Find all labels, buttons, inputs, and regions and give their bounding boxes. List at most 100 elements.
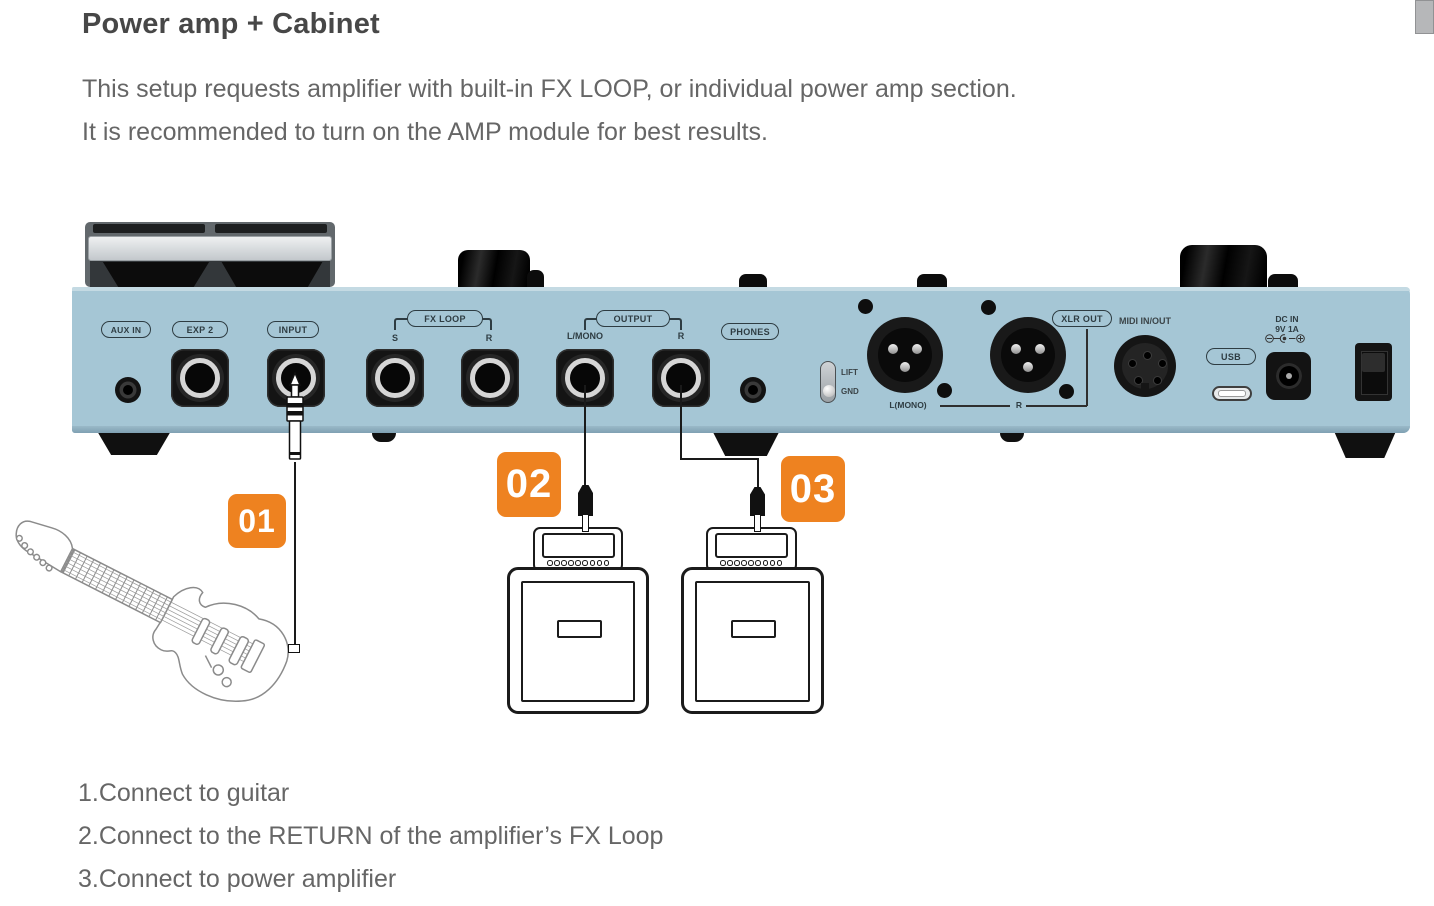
guitar-cable (294, 462, 296, 644)
polarity-icon (1265, 334, 1305, 343)
dc-jack-hole (1275, 363, 1302, 389)
midi-pin-hole (1133, 375, 1143, 385)
scrollbar-thumb[interactable] (1415, 0, 1434, 34)
phones-jack[interactable] (740, 377, 766, 403)
dc-power-jack[interactable] (1266, 352, 1311, 400)
rubber-foot-right (1333, 431, 1397, 458)
ground-lift-switch[interactable] (820, 361, 836, 403)
guitar-end-plug (288, 644, 300, 653)
callout-step-1: 01 (228, 494, 286, 548)
amp-plug-02-tip (582, 514, 589, 532)
foot-bump-1 (372, 431, 396, 442)
input-label: INPUT (267, 321, 319, 338)
midi-pin-hole (1158, 359, 1167, 368)
rubber-foot-left (97, 431, 171, 455)
usb-c-port[interactable] (1212, 386, 1252, 401)
xlr-pin (912, 344, 922, 354)
gnd-label: GND (841, 387, 859, 396)
xlr-out-label: XLR OUT (1052, 310, 1112, 327)
xlr-out-left-jack[interactable] (867, 317, 943, 393)
fx-loop-label: FX LOOP (407, 310, 483, 327)
amp-head-02-face (542, 533, 615, 558)
midi-pin-hole (1143, 351, 1152, 360)
midi-pin-hole (1128, 359, 1137, 368)
foot-bump-2 (1000, 431, 1024, 442)
guitar-illustration (15, 520, 289, 702)
output-r-label: R (677, 331, 685, 341)
xlr-pin (888, 344, 898, 354)
cabinet-03-grille (695, 581, 810, 702)
fx-return-label: R (485, 333, 493, 343)
power-switch-rocker-top (1362, 353, 1385, 372)
callout-step-2: 02 (497, 452, 561, 517)
output-r-cable-horizontal (680, 458, 759, 460)
output-label: OUTPUT (596, 310, 670, 327)
pedal-pad-right (221, 262, 323, 287)
dc-jack-pin (1285, 373, 1292, 379)
aux-in-jack-hole (123, 385, 133, 395)
output-r-cable-vertical (680, 385, 682, 460)
amp-plug-03 (750, 487, 765, 516)
fx-send-label: S (391, 333, 398, 343)
xlr-screw (937, 383, 952, 398)
phones-label: PHONES (721, 323, 779, 340)
lift-label: LIFT (841, 368, 858, 377)
aux-in-jack[interactable] (115, 377, 141, 403)
power-switch[interactable] (1355, 343, 1392, 401)
midi-label: MIDI IN/OUT (1119, 316, 1171, 326)
pedal-plate (88, 236, 332, 261)
xlr-annotation-line (1026, 405, 1087, 407)
master-knob (1180, 245, 1267, 287)
output-r-cable-drop (757, 458, 759, 488)
xlr-l-label: L(MONO) (889, 400, 927, 410)
phones-jack-hole (748, 385, 758, 395)
xlr-annotation-line (1086, 329, 1088, 406)
description-line-2: It is recommended to turn on the AMP mod… (82, 118, 768, 146)
xlr-annotation-line (940, 405, 1010, 407)
amp-plug-02 (578, 485, 593, 516)
pedal-pad-left (102, 262, 210, 287)
fx-send-jack-ring (375, 358, 415, 398)
instruction-step-3: 3.Connect to power amplifier (78, 865, 397, 893)
fx-return-jack-ring (470, 358, 510, 398)
knob-bump-2 (1268, 274, 1298, 287)
exp2-jack[interactable] (171, 349, 229, 407)
exp2-jack-ring (180, 358, 220, 398)
pedal-tread-left (93, 224, 205, 233)
amp-head-03-face (715, 533, 788, 558)
footswitch-bump-2 (917, 274, 947, 287)
dc-rating-label: 9V 1A (1275, 324, 1299, 334)
midi-pin-hole (1152, 375, 1162, 385)
description-line-1: This setup requests amplifier with built… (82, 75, 1017, 103)
usb-label: USB (1206, 348, 1256, 365)
page-title: Power amp + Cabinet (82, 8, 380, 40)
page-description: This setup requests amplifier with built… (82, 68, 1017, 154)
output-l-cable (584, 385, 586, 487)
xlr-screw (981, 300, 996, 315)
dc-in-label: DC IN (1275, 314, 1299, 324)
xlr-socket (878, 328, 932, 382)
cabinet-02-grille (521, 581, 635, 702)
fx-send-jack[interactable] (366, 349, 424, 407)
knob-bump (527, 270, 544, 287)
xlr-pin (900, 362, 910, 372)
quarter-inch-plug (286, 372, 304, 460)
pedal-tread-right (215, 224, 327, 233)
xlr-pin (1023, 362, 1033, 372)
ground-lift-switch-knob (822, 385, 835, 397)
instruction-step-1: 1.Connect to guitar (78, 779, 290, 807)
amp-head-02-knobs (547, 559, 610, 567)
midi-notch (1141, 383, 1149, 391)
xlr-screw (858, 299, 873, 314)
rubber-foot-center (712, 431, 780, 456)
output-l-label: L/MONO (567, 331, 603, 341)
usb-c-slot (1218, 390, 1246, 397)
exp2-label: EXP 2 (172, 321, 228, 338)
xlr-out-right-jack[interactable] (990, 317, 1066, 393)
xlr-pin (1035, 344, 1045, 354)
fx-return-jack[interactable] (461, 349, 519, 407)
midi-din-jack[interactable] (1114, 335, 1176, 397)
callout-step-3: 03 (781, 456, 845, 522)
footswitch-bump-1 (739, 274, 767, 287)
